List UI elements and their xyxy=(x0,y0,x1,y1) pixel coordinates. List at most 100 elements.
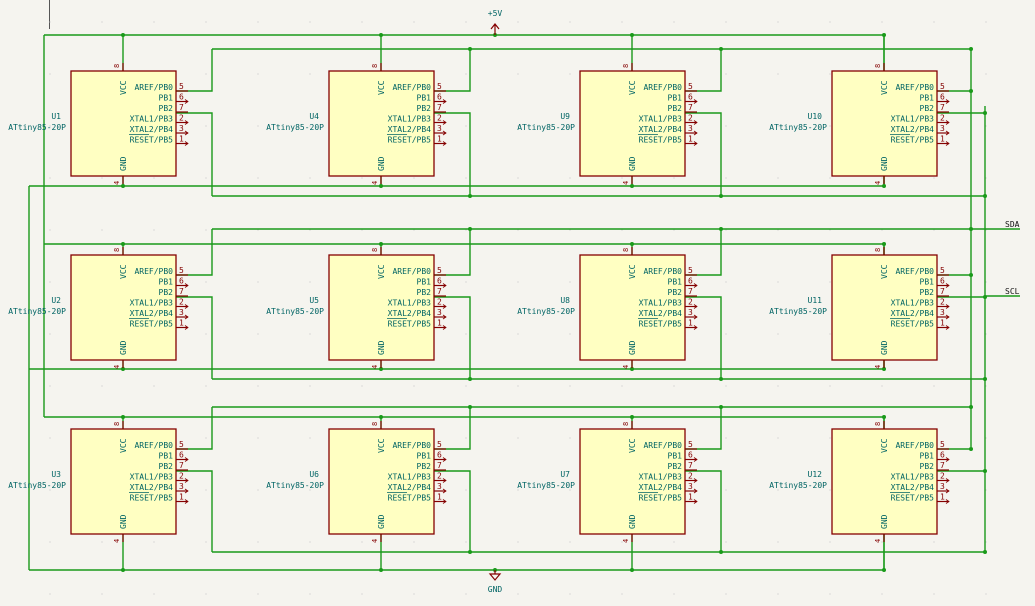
grid-dot xyxy=(101,541,103,543)
pin-number: 6 xyxy=(437,451,442,460)
pin-number: 6 xyxy=(688,451,693,460)
grid-dot xyxy=(569,177,571,179)
pin-name: AREF/PB0 xyxy=(134,441,173,450)
pin-name: XTAL1/PB3 xyxy=(891,115,935,124)
component-body xyxy=(831,70,938,177)
pin-number: 3 xyxy=(179,308,184,317)
unconnected-pin-icon xyxy=(945,99,950,104)
grid-dot xyxy=(933,385,935,387)
unconnected-pin-icon xyxy=(442,314,447,320)
pin-number: 7 xyxy=(437,103,442,112)
net-label-sda[interactable]: SDA xyxy=(1005,220,1020,229)
unconnected-pin-icon xyxy=(184,457,189,462)
pin-number: 5 xyxy=(179,82,184,91)
grid-dot xyxy=(621,541,623,543)
unconnected-pin-icon xyxy=(442,283,447,288)
power-gnd-symbol[interactable]: GND xyxy=(488,570,503,594)
scl-branch xyxy=(176,112,213,196)
grid-dot xyxy=(257,541,259,543)
pin-number: 6 xyxy=(940,451,945,460)
grid-dot xyxy=(829,177,831,179)
pin-number: 3 xyxy=(940,308,945,317)
grid-dot xyxy=(153,229,155,231)
grid-dot xyxy=(205,281,207,283)
unconnected-pin-icon xyxy=(442,141,447,146)
pin-name-vcc: VCC xyxy=(377,264,386,279)
unconnected-pin-icon xyxy=(693,141,698,146)
pin-number: 7 xyxy=(179,287,184,296)
pin-name: PB2 xyxy=(920,104,935,113)
grid-dot xyxy=(829,333,831,335)
grid-dot xyxy=(569,281,571,283)
pin-name: XTAL1/PB3 xyxy=(639,299,683,308)
pin-name-vcc: VCC xyxy=(628,264,637,279)
pin-number: 3 xyxy=(688,482,693,491)
grid-dot xyxy=(465,385,467,387)
grid-dot xyxy=(569,437,571,439)
grid-dot xyxy=(205,177,207,179)
pin-number: 5 xyxy=(437,440,442,449)
component-value: ATtiny85-20P xyxy=(8,307,66,316)
grid-dot xyxy=(309,437,311,439)
grid-dot xyxy=(881,177,883,179)
grid-dot xyxy=(257,125,259,127)
grid-dot xyxy=(49,385,51,387)
pin-number: 6 xyxy=(437,93,442,102)
pin-number: 3 xyxy=(688,308,693,317)
pin-number: 5 xyxy=(688,82,693,91)
pin-number: 1 xyxy=(179,135,184,144)
pin-name: PB1 xyxy=(668,452,683,461)
scl-branch xyxy=(434,470,471,552)
pin-name: XTAL1/PB3 xyxy=(130,115,174,124)
grid-dot xyxy=(101,229,103,231)
unconnected-pin-icon xyxy=(945,130,950,136)
pin-number: 6 xyxy=(179,451,184,460)
pin-number: 4 xyxy=(371,181,379,185)
grid-dot xyxy=(205,21,207,23)
grid-dot xyxy=(777,125,779,127)
grid-dot xyxy=(517,21,519,23)
unconnected-pin-icon xyxy=(693,478,698,483)
grid-dot xyxy=(49,73,51,75)
grid-dot xyxy=(205,333,207,335)
pin-number: 8 xyxy=(622,248,630,252)
grid-dot xyxy=(725,541,727,543)
pin-name-vcc: VCC xyxy=(119,80,128,95)
grid-dot xyxy=(725,125,727,127)
grid-dot xyxy=(49,489,51,491)
unconnected-pin-icon xyxy=(442,304,447,309)
pin-name: RESET/PB5 xyxy=(130,494,174,503)
pin-name: RESET/PB5 xyxy=(639,494,683,503)
pin-number: 2 xyxy=(437,472,442,481)
unconnected-pin-icon xyxy=(945,314,950,320)
grid-dot xyxy=(777,21,779,23)
pin-name-gnd: GND xyxy=(119,340,128,355)
pin-name: PB2 xyxy=(920,288,935,297)
grid-dot xyxy=(49,21,51,23)
pin-number: 1 xyxy=(179,493,184,502)
junction-dot xyxy=(121,415,125,419)
net-label-scl[interactable]: SCL xyxy=(1005,287,1020,296)
pin-name: XTAL1/PB3 xyxy=(130,299,174,308)
pin-name: XTAL1/PB3 xyxy=(639,115,683,124)
component-body xyxy=(70,70,177,177)
power-vcc-symbol[interactable]: +5V xyxy=(488,9,503,35)
pin-name: XTAL1/PB3 xyxy=(639,473,683,482)
grid-dot xyxy=(49,177,51,179)
junction-dot xyxy=(969,447,973,451)
grid-dot xyxy=(257,437,259,439)
pin-number: 3 xyxy=(179,124,184,133)
